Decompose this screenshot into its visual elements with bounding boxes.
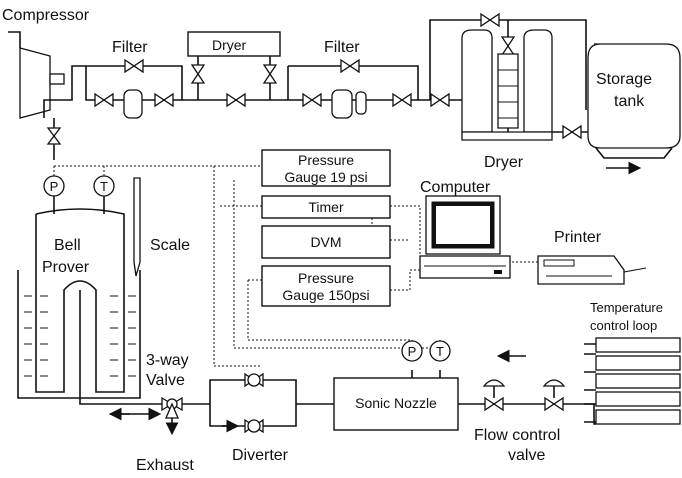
bell-prover-p-letter: P bbox=[50, 179, 59, 194]
bell-prover-label-2: Prover bbox=[42, 259, 90, 276]
filter-2-assembly bbox=[287, 59, 419, 119]
temp-loop-label-1: Temperature bbox=[590, 300, 663, 315]
pressure-gauge-150-line1: Pressure bbox=[298, 270, 354, 286]
bell-prover-t-letter: T bbox=[100, 179, 108, 194]
storage-tank bbox=[552, 43, 681, 175]
printer bbox=[537, 255, 647, 285]
computer bbox=[419, 195, 511, 279]
pressure-gauge-150-line2: Gauge 150psi bbox=[282, 287, 369, 303]
bell-prover-label-1: Bell bbox=[54, 237, 81, 254]
pressure-gauge-19-line1: Pressure bbox=[298, 152, 354, 168]
flow-control-label-2: valve bbox=[508, 447, 545, 464]
pressure-gauge-19-box bbox=[261, 149, 391, 187]
computer-label: Computer bbox=[420, 179, 491, 196]
storage-tank-label-2: tank bbox=[614, 93, 645, 110]
top-dryer-assembly bbox=[182, 31, 288, 107]
flow-control-valves bbox=[458, 349, 594, 411]
compressor-label: Compressor bbox=[2, 7, 90, 24]
filter-1-label: Filter bbox=[112, 39, 148, 56]
three-way-label-1: 3-way bbox=[146, 352, 189, 369]
pressure-gauge-150-box bbox=[261, 265, 391, 307]
three-way-label-2: Valve bbox=[146, 372, 185, 389]
top-dryer-label: Dryer bbox=[212, 37, 247, 53]
diverter-label: Diverter bbox=[232, 447, 289, 464]
sonic-nozzle-label: Sonic Nozzle bbox=[355, 395, 437, 411]
printer-label: Printer bbox=[554, 229, 602, 246]
scale-rod bbox=[133, 177, 141, 277]
dvm-box bbox=[261, 225, 391, 259]
bell-prover bbox=[17, 208, 162, 405]
three-way-valve bbox=[108, 396, 183, 436]
right-dryer-label: Dryer bbox=[484, 154, 524, 171]
timer-box bbox=[261, 195, 391, 219]
right-dryer-assembly bbox=[418, 13, 587, 141]
compressor-drain-valve bbox=[46, 127, 62, 145]
filter-2-label: Filter bbox=[324, 39, 360, 56]
flow-control-label-1: Flow control bbox=[474, 427, 560, 444]
pressure-gauge-19-line2: Gauge 19 psi bbox=[284, 169, 367, 185]
sonic-nozzle bbox=[333, 340, 459, 431]
compressor bbox=[8, 31, 86, 160]
temperature-control-loop bbox=[584, 337, 681, 425]
bell-prover-pressure-gauge bbox=[43, 175, 65, 214]
nozzle-t-letter: T bbox=[436, 344, 444, 359]
diverter-assembly bbox=[182, 373, 334, 433]
nozzle-p-letter: P bbox=[408, 344, 417, 359]
temp-loop-label-2: control loop bbox=[590, 318, 657, 333]
timer-label: Timer bbox=[308, 199, 344, 215]
filter-1-assembly bbox=[85, 59, 183, 119]
scale-label: Scale bbox=[150, 237, 190, 254]
storage-tank-label-1: Storage bbox=[596, 71, 652, 88]
dvm-label: DVM bbox=[310, 234, 341, 250]
exhaust-label: Exhaust bbox=[136, 457, 194, 474]
